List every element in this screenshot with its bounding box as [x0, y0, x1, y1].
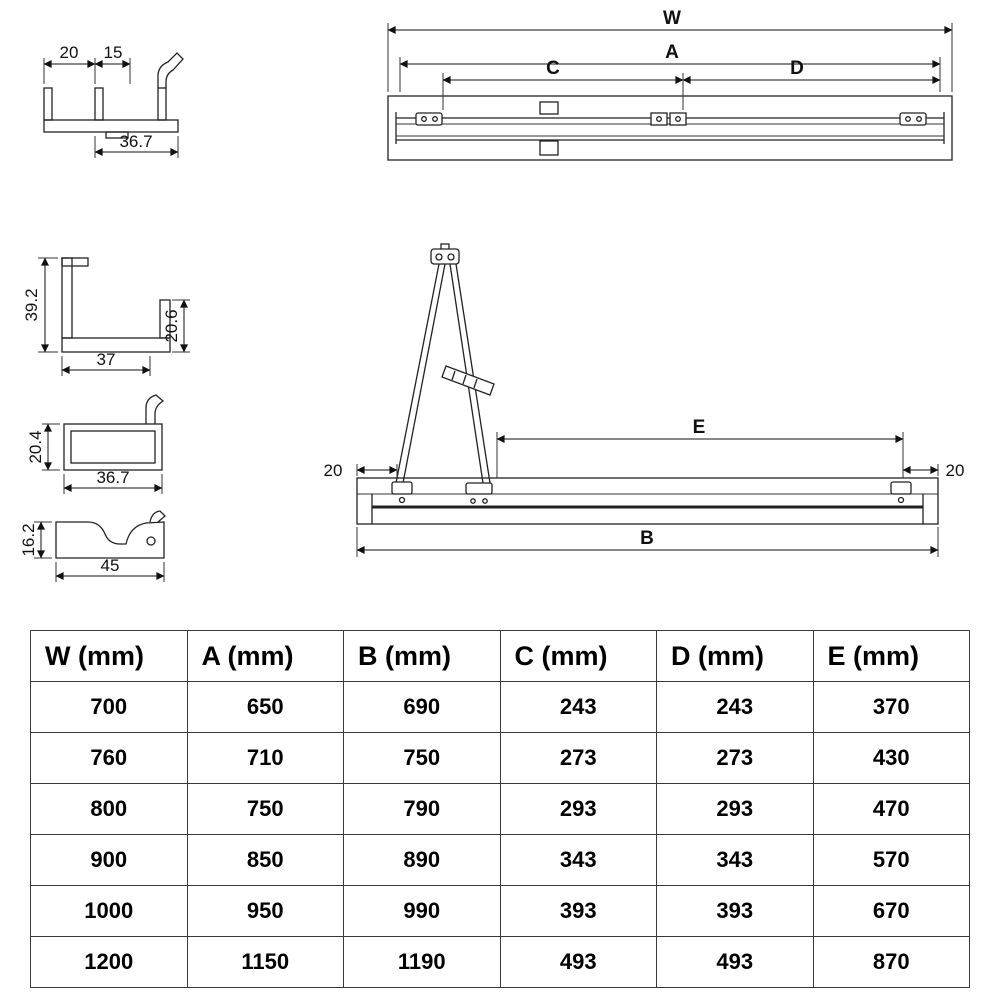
cell-a: 1150 [186, 936, 344, 988]
table-row: 900 850 890 343 343 570 [30, 834, 970, 886]
rail-bar [356, 477, 939, 525]
profile-section-3: 20.4 36.7 [26, 394, 165, 494]
dim-label-e: E [693, 417, 706, 438]
cell-b: 890 [343, 834, 501, 886]
hook-detail [149, 510, 166, 523]
dim-label-20: 20 [60, 43, 79, 62]
cell-d: 493 [656, 936, 814, 988]
header-b: B (mm) [343, 630, 501, 682]
left-leg [395, 263, 440, 484]
cell-d: 243 [656, 681, 814, 733]
dim-label-20-left: 20 [324, 461, 343, 480]
cell-w: 900 [30, 834, 188, 886]
profile-section-2: 39.2 20.6 37 [22, 257, 190, 376]
dim-label-20-6: 20.6 [162, 309, 181, 342]
cell-e: 570 [812, 834, 970, 886]
cell-e: 370 [812, 681, 970, 733]
cell-d: 343 [656, 834, 814, 886]
header-w: W (mm) [30, 630, 188, 682]
dim-label-15: 15 [104, 43, 123, 62]
dim-label-b: B [640, 528, 654, 549]
table-row: 1200 1150 1190 493 493 870 [30, 936, 970, 988]
cell-b: 1190 [343, 936, 501, 988]
table-header-row: W (mm) A (mm) B (mm) C (mm) D (mm) E (mm… [30, 630, 970, 682]
cell-e: 670 [812, 885, 970, 937]
hook-detail [145, 394, 165, 424]
table-row: 700 650 690 243 243 370 [30, 681, 970, 733]
left-mount-bracket [415, 112, 443, 126]
cell-w: 700 [30, 681, 188, 733]
left-foot-bracket [391, 481, 413, 504]
cell-e: 870 [812, 936, 970, 988]
dim-label-c: C [546, 58, 560, 79]
cell-d: 293 [656, 783, 814, 835]
hook-detail [157, 52, 184, 88]
dim-label-36-7b: 36.7 [96, 468, 129, 487]
table-row: 760 710 750 273 273 430 [30, 732, 970, 784]
cell-b: 690 [343, 681, 501, 733]
center-foot-bracket [465, 482, 493, 504]
right-foot-bracket [890, 481, 912, 504]
dim-label-16-2: 16.2 [19, 523, 38, 556]
dim-label-d: D [790, 58, 804, 79]
table-row: 800 750 790 293 293 470 [30, 783, 970, 835]
dim-label-45: 45 [101, 556, 120, 575]
table-row: 1000 950 990 393 393 670 [30, 885, 970, 937]
cell-c: 343 [499, 834, 657, 886]
cell-b: 750 [343, 732, 501, 784]
cell-w: 760 [30, 732, 188, 784]
right-mount-bracket [899, 112, 927, 126]
dim-label-37: 37 [97, 350, 116, 369]
cell-a: 950 [186, 885, 344, 937]
cell-e: 430 [812, 732, 970, 784]
cell-d: 273 [656, 732, 814, 784]
top-view-assembly: W A C D [387, 8, 953, 161]
cell-e: 470 [812, 783, 970, 835]
cell-a: 850 [186, 834, 344, 886]
dim-label-36-7: 36.7 [119, 132, 152, 151]
center-mount-bracket [650, 112, 687, 126]
cell-c: 243 [499, 681, 657, 733]
center-clamp [539, 101, 559, 156]
cell-c: 393 [499, 885, 657, 937]
header-a: A (mm) [186, 630, 344, 682]
apex-bracket [430, 243, 460, 265]
cell-c: 293 [499, 783, 657, 835]
side-elevation: E B 20 20 [324, 243, 965, 557]
cell-w: 1200 [30, 936, 188, 988]
dim-label-20-4: 20.4 [26, 430, 45, 463]
header-e: E (mm) [812, 630, 970, 682]
cell-a: 650 [186, 681, 344, 733]
cell-a: 750 [186, 783, 344, 835]
dim-label-w: W [663, 8, 681, 29]
cell-a: 710 [186, 732, 344, 784]
cell-w: 1000 [30, 885, 188, 937]
cell-d: 393 [656, 885, 814, 937]
cell-w: 800 [30, 783, 188, 835]
cell-c: 273 [499, 732, 657, 784]
technical-drawings: 20 15 36.7 [19, 8, 965, 582]
header-d: D (mm) [656, 630, 814, 682]
cell-b: 790 [343, 783, 501, 835]
dim-label-39-2: 39.2 [22, 288, 41, 321]
dim-label-a: A [665, 42, 679, 63]
header-c: C (mm) [499, 630, 657, 682]
profile-section-1: 20 15 36.7 [43, 43, 184, 158]
profile-section-4: 16.2 45 [19, 510, 166, 582]
dim-label-20-right: 20 [946, 461, 965, 480]
dimension-table: W (mm) A (mm) B (mm) C (mm) D (mm) E (mm… [30, 630, 970, 988]
folding-arm [441, 365, 495, 396]
cell-b: 990 [343, 885, 501, 937]
cell-c: 493 [499, 936, 657, 988]
